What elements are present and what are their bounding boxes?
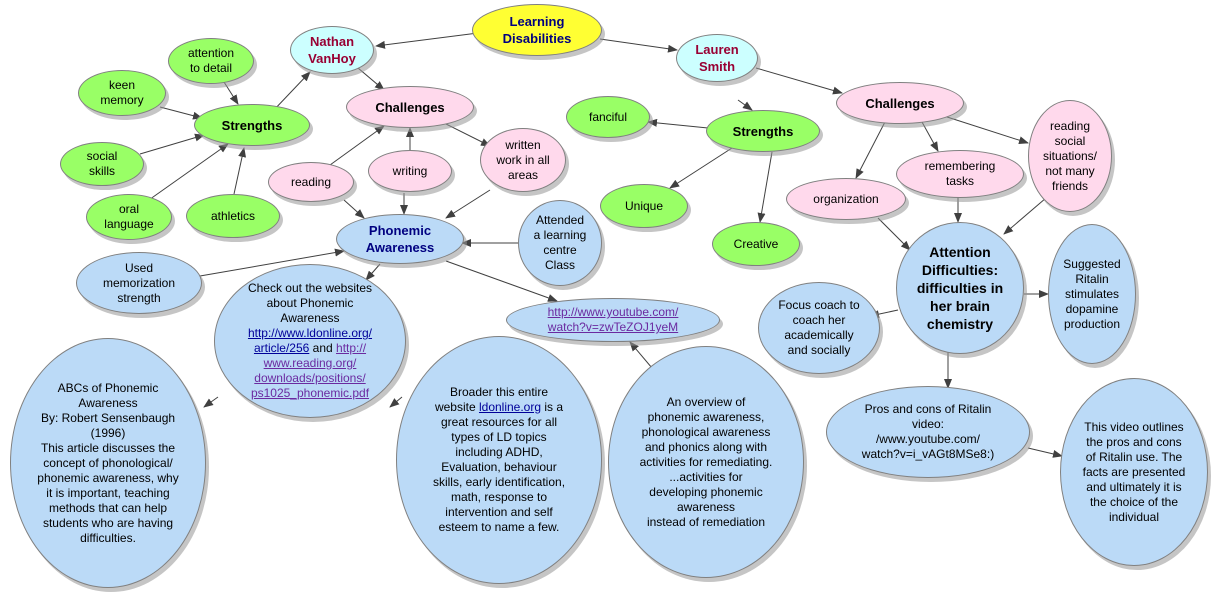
connector-phonemic-websites bbox=[365, 263, 381, 281]
connector-challenges-reading-social bbox=[943, 115, 1029, 145]
node-video-outlines: This video outlines the pros and cons of… bbox=[1060, 378, 1208, 566]
node-organization: organization bbox=[786, 178, 906, 220]
connector-strengths-unique bbox=[669, 147, 733, 189]
connector-challenges-written bbox=[441, 121, 491, 147]
node-broader-website: Broader this entire website ldonline.org… bbox=[396, 336, 602, 584]
connector-broader-websites bbox=[389, 396, 403, 408]
link-youtube-phonemic[interactable]: http://www.youtube.com/ watch?v=zwTeZOJ1… bbox=[547, 305, 679, 334]
connector-oral-strengths bbox=[145, 143, 229, 203]
node-lauren-smith: Lauren Smith bbox=[676, 34, 758, 82]
connector-challenges-organization bbox=[855, 119, 887, 179]
node-attended-learning-centre: Attended a learning centre Class bbox=[518, 200, 602, 286]
connector-overview-youtube bbox=[629, 341, 653, 369]
node-written-work: written work in all areas bbox=[480, 128, 566, 192]
connector-social-strengths bbox=[139, 133, 205, 155]
node-creative: Creative bbox=[712, 222, 800, 266]
node-reading: reading bbox=[268, 162, 354, 202]
node-writing: writing bbox=[368, 150, 452, 192]
connector-phonemic-youtube bbox=[445, 260, 558, 302]
connector-organization-attention bbox=[877, 217, 911, 251]
node-websites: Check out the websites about Phonemic Aw… bbox=[214, 264, 406, 418]
connector-websites-abcs bbox=[203, 396, 219, 408]
connector-attention-strengths bbox=[223, 81, 239, 105]
node-keen-memory: keen memory bbox=[78, 70, 166, 116]
node-attention-to-detail: attention to detail bbox=[168, 38, 254, 84]
node-strengths-nathan: Strengths bbox=[194, 104, 310, 146]
connector-strengths-fanciful bbox=[647, 118, 709, 129]
connector-strengths-creative bbox=[757, 151, 773, 223]
node-challenges-lauren: Challenges bbox=[836, 82, 964, 124]
connector-nathan-challenges bbox=[357, 67, 385, 91]
node-phonemic-awareness: Phonemic Awareness bbox=[336, 214, 464, 264]
connector-lauren-challenges bbox=[755, 67, 843, 95]
link-ldonline[interactable]: ldonline.org bbox=[478, 400, 542, 414]
node-oral-language: oral language bbox=[86, 194, 172, 240]
node-unique: Unique bbox=[600, 184, 688, 228]
connector-lauren-strengths bbox=[737, 99, 753, 111]
link-reading-org-pdf[interactable]: http:// www.reading.org/ downloads/posit… bbox=[250, 341, 370, 400]
node-suggested-ritalin: Suggested Ritalin stimulates dopamine pr… bbox=[1048, 224, 1136, 364]
node-challenges-nathan: Challenges bbox=[346, 86, 474, 128]
connector-athletics-strengths bbox=[233, 147, 246, 195]
node-youtube-link: http://www.youtube.com/ watch?v=zwTeZOJ1… bbox=[506, 298, 720, 342]
connector-reading-phonemic bbox=[343, 199, 365, 219]
connector-challenges-remembering bbox=[921, 121, 939, 152]
connector-memory-strengths bbox=[159, 106, 203, 120]
node-used-memorization: Used memorization strength bbox=[76, 252, 202, 314]
node-strengths-lauren: Strengths bbox=[706, 110, 820, 152]
node-reading-social-situations: reading social situations/ not many frie… bbox=[1028, 100, 1112, 212]
connector-pros-cons-outlines bbox=[1027, 447, 1063, 458]
node-abcs-phonemic-awareness: ABCs of Phonemic Awareness By: Robert Se… bbox=[10, 338, 206, 588]
node-learning-disabilities: Learning Disabilities bbox=[472, 4, 602, 56]
node-pros-cons-ritalin: Pros and cons of Ritalin video: /www.you… bbox=[826, 386, 1030, 478]
node-social-skills: social skills bbox=[60, 142, 144, 186]
node-athletics: athletics bbox=[186, 194, 280, 238]
connector-ld-nathan bbox=[375, 32, 479, 49]
connector-reading-challenges bbox=[329, 125, 385, 166]
connector-reading-social-attention bbox=[1003, 197, 1047, 235]
node-fanciful: fanciful bbox=[566, 96, 650, 138]
node-remembering-tasks: remembering tasks bbox=[896, 150, 1024, 198]
connector-ld-lauren bbox=[599, 38, 678, 53]
link-ldonline-article[interactable]: http://www.ldonline.org/ article/256 bbox=[247, 326, 373, 355]
node-nathan-vanhoy: Nathan VanHoy bbox=[290, 26, 374, 74]
node-attention-difficulties: Attention Difficulties: difficulties in … bbox=[896, 222, 1024, 354]
node-focus-coach: Focus coach to coach her academically an… bbox=[758, 282, 880, 374]
connector-memorization-phonemic bbox=[199, 248, 345, 277]
node-overview: An overview of phonemic awareness, phono… bbox=[608, 346, 804, 578]
connector-written-phonemic bbox=[445, 189, 491, 219]
